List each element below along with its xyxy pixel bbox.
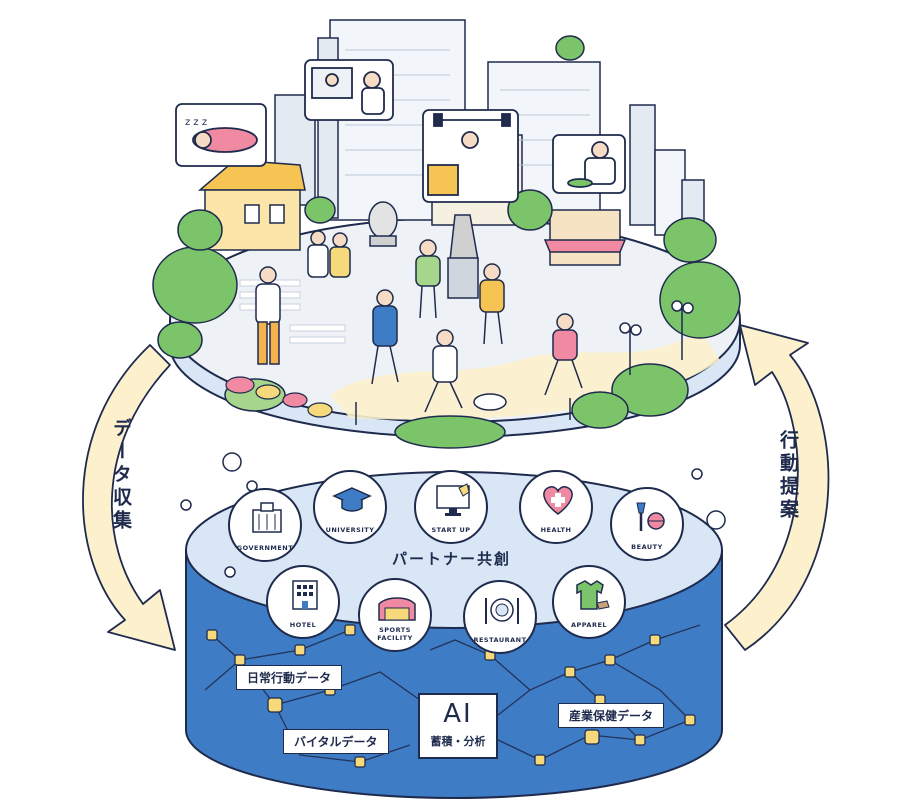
- partner-sports-facility: SPORTS FACILITY: [358, 578, 432, 652]
- hotel-icon: [292, 580, 318, 610]
- sleeping-vignette: z z z: [175, 103, 267, 167]
- partner-label: APPAREL: [570, 621, 608, 629]
- partner-label: HOTEL: [289, 621, 317, 629]
- plate-cutlery-icon: [485, 598, 519, 624]
- clothing-icon: [576, 580, 610, 610]
- ai-box: AI 蓄積・分析: [418, 693, 498, 759]
- partner-start-up: START UP: [414, 470, 488, 544]
- partner-label: RESTAURANT: [473, 636, 527, 644]
- person-dog-walker: [424, 329, 507, 413]
- vital-data-tag: バイタルデータ: [283, 729, 389, 754]
- action-proposal-label: 行動提案: [777, 430, 799, 522]
- street-lamps: [355, 300, 694, 425]
- people: [255, 230, 583, 413]
- gym-vignette: [422, 109, 519, 203]
- partner-restaurant: RESTAURANT: [463, 580, 537, 654]
- ai-title: AI: [443, 699, 473, 729]
- person-walker: [371, 289, 399, 385]
- partner-co-creation-title: パートナー共創: [392, 550, 512, 568]
- partner-label: GOVERNMENT: [236, 544, 294, 552]
- government-building-icon: [252, 502, 282, 533]
- partner-hotel: HOTEL: [266, 565, 340, 639]
- heart-cross-icon: [543, 486, 573, 515]
- flower-bed: [225, 376, 333, 418]
- partner-label: HEALTH: [540, 526, 572, 534]
- bubbles: [180, 452, 726, 578]
- person-runner: [544, 313, 583, 396]
- industrial-health-data-tag: 産業保健データ: [558, 703, 665, 728]
- partner-university: UNIVERSITY: [313, 470, 387, 544]
- partner-label: UNIVERSITY: [325, 526, 375, 534]
- partner-apparel: APPAREL: [552, 565, 626, 639]
- action-proposal-arrow: [724, 324, 830, 651]
- trees: [152, 35, 741, 449]
- data-collection-arrow: [82, 344, 176, 651]
- makeup-brush-icon: [636, 502, 665, 531]
- daily-behavior-data-tag: 日常行動データ: [236, 665, 343, 690]
- person-yellow: [479, 263, 505, 345]
- person-couple: [307, 230, 351, 278]
- statues: [368, 201, 479, 299]
- partner-label: SPORTS FACILITY: [377, 626, 413, 642]
- person-green: [415, 239, 441, 319]
- data-collection-label: データ収集: [110, 418, 132, 533]
- dining-vignette: [552, 134, 626, 194]
- video-call-vignette: [304, 59, 394, 121]
- partner-government: GOVERNMENT: [228, 488, 302, 562]
- svg-text:z z z: z z z: [185, 117, 207, 128]
- ai-subtitle: 蓄積・分析: [430, 735, 486, 748]
- partner-label: START UP: [431, 526, 471, 534]
- vignettes: z z z: [175, 59, 626, 203]
- monitor-icon: [436, 483, 470, 516]
- partner-health: HEALTH: [519, 470, 593, 544]
- stadium-icon: [378, 597, 416, 621]
- person-phone: [255, 266, 281, 365]
- data-nodes: [206, 624, 696, 768]
- partner-label: BEAUTY: [631, 543, 663, 551]
- graduation-cap-icon: [332, 487, 372, 512]
- partner-beauty: BEAUTY: [610, 487, 684, 561]
